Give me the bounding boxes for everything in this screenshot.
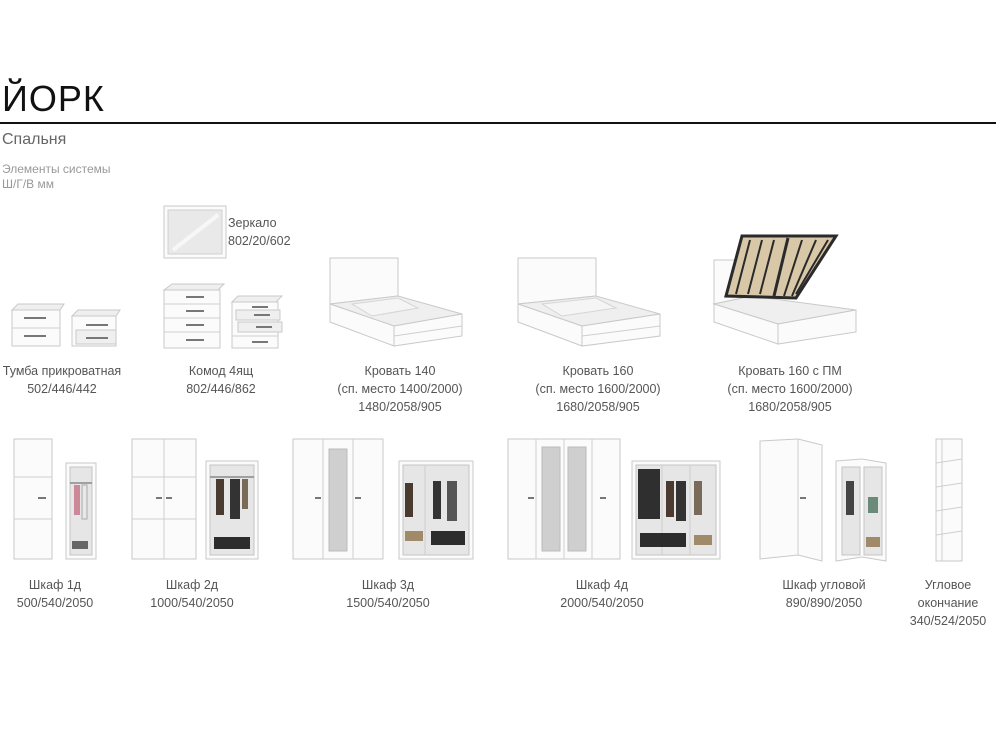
- caption-wardrobe-1-door: Шкаф 1д 500/540/2050: [5, 576, 105, 612]
- chest-of-drawers-image: [162, 283, 284, 349]
- item-name: Шкаф 2д: [165, 578, 219, 592]
- item-dims: 502/446/442: [27, 382, 97, 396]
- item-name: Кровать 160 с ПМ: [738, 364, 842, 378]
- item-name: Комод 4ящ: [188, 364, 254, 378]
- caption-bed-160-lift: Кровать 160 с ПМ (сп. место 1600/2000) 1…: [720, 362, 860, 416]
- mirror-image: [163, 205, 227, 259]
- wardrobe-3-doors-image: [292, 438, 474, 560]
- item-dims: 2000/540/2050: [560, 596, 644, 610]
- item-name: Шкаф 1д: [28, 578, 82, 592]
- item-dims: 1480/2058/905: [358, 400, 442, 414]
- caption-mirror: Зеркало 802/20/602: [228, 214, 291, 250]
- wardrobe-1-door-image: [13, 438, 97, 560]
- caption-corner-wardrobe: Шкаф угловой 890/890/2050: [772, 576, 876, 612]
- item-dims: 500/540/2050: [16, 596, 94, 610]
- item-name: Зеркало: [228, 216, 277, 230]
- caption-bed-160: Кровать 160 (сп. место 1600/2000) 1680/2…: [528, 362, 668, 416]
- bed-160-lift-image: [712, 234, 857, 345]
- page-title: ЙОРК: [2, 78, 105, 119]
- caption-wardrobe-2-doors: Шкаф 2д 1000/540/2050: [140, 576, 244, 612]
- item-dims: 1000/540/2050: [150, 596, 234, 610]
- wardrobe-4-doors-image: [507, 438, 721, 560]
- bedside-table-image: [10, 303, 121, 347]
- item-sleep: (сп. место 1600/2000): [727, 382, 853, 396]
- item-dims: 802/20/602: [228, 234, 291, 248]
- note-line-2: Ш/Г/В мм: [2, 177, 55, 191]
- caption-bedside-table: Тумба прикроватная 502/446/442: [0, 362, 124, 398]
- corner-wardrobe-image: [759, 438, 887, 562]
- item-name: Кровать 160: [562, 364, 634, 378]
- item-dims: 1680/2058/905: [556, 400, 640, 414]
- page-subtitle: Спальня: [2, 131, 67, 148]
- wardrobe-2-doors-image: [131, 438, 259, 560]
- system-elements-note: Элементы системы Ш/Г/В мм: [2, 162, 111, 192]
- item-dims: 1680/2058/905: [748, 400, 832, 414]
- item-dims: 340/524/2050: [909, 614, 987, 628]
- item-dims: 1500/540/2050: [346, 596, 430, 610]
- note-line-1: Элементы системы: [2, 162, 111, 176]
- item-sleep: (сп. место 1600/2000): [535, 382, 661, 396]
- item-name: Кровать 140: [364, 364, 436, 378]
- item-name-line2: окончание: [917, 596, 979, 610]
- caption-corner-end-unit: Угловое окончание 340/524/2050: [900, 576, 996, 630]
- item-name: Шкаф 4д: [575, 578, 629, 592]
- caption-wardrobe-4-doors: Шкаф 4д 2000/540/2050: [550, 576, 654, 612]
- item-name: Тумба прикроватная: [2, 364, 122, 378]
- bed-160-image: [517, 257, 661, 347]
- caption-bed-140: Кровать 140 (сп. место 1400/2000) 1480/2…: [330, 362, 470, 416]
- caption-wardrobe-3-doors: Шкаф 3д 1500/540/2050: [336, 576, 440, 612]
- corner-end-unit-image: [935, 438, 963, 562]
- item-name: Шкаф угловой: [782, 578, 866, 592]
- title-divider: [0, 122, 996, 124]
- item-dims: 890/890/2050: [785, 596, 863, 610]
- item-name: Угловое: [924, 578, 972, 592]
- item-dims: 802/446/862: [186, 382, 256, 396]
- bed-140-image: [329, 257, 463, 347]
- caption-chest-of-drawers: Комод 4ящ 802/446/862: [162, 362, 280, 398]
- item-name: Шкаф 3д: [361, 578, 415, 592]
- item-sleep: (сп. место 1400/2000): [337, 382, 463, 396]
